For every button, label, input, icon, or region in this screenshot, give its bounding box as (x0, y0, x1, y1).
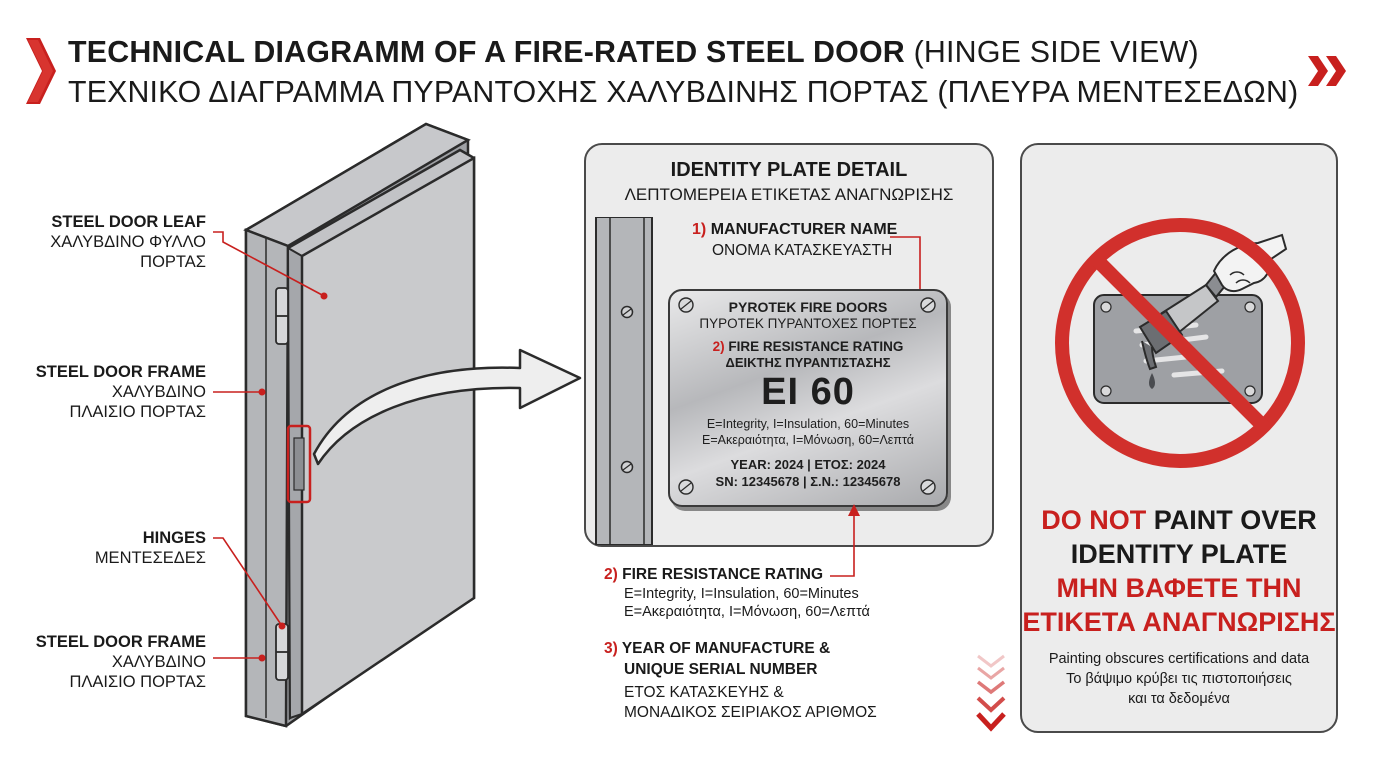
title-greek: ΤΕΧΝΙΚΟ ΔΙΑΓΡΑΜΜΑ ΠΥΡΑΝΤΟΧΗΣ ΧΑΛΥΒΔΙΝΗΣ … (68, 74, 1299, 109)
note2-line2: E=Ακεραιότητα, I=Μόνωση, 60=Λεπτά (624, 604, 870, 620)
note3-greek2: ΜΟΝΑΔΙΚΟΣ ΣΕΙΡΙΑΚΟΣ ΑΡΙΘΜΟΣ (624, 704, 877, 721)
label-frame-top-gr1: ΧΑΛΥΒΔΙΝΟ (111, 383, 206, 401)
chevron-left-icon (26, 38, 56, 104)
note3-greek1: ΕΤΟΣ ΚΑΤΑΣΚΕΥΗΣ & (624, 684, 784, 701)
plate-rating-en: 2) FIRE RESISTANCE RATING (670, 339, 946, 354)
chevron-down-icon (976, 654, 1006, 732)
callout2-leader (830, 504, 860, 577)
note2-title: FIRE RESISTANCE RATING (622, 566, 824, 583)
label-frame-top-gr2: ΠΛΑΙΣΙΟ ΠΟΡΤΑΣ (69, 403, 206, 421)
plate-legend-gr: E=Ακεραιότητα, I=Μόνωση, 60=Λεπτά (701, 433, 914, 447)
label-leaders (213, 231, 325, 659)
label-frame-bottom-en: STEEL DOOR FRAME (35, 633, 206, 651)
warning-sub1: Painting obscures certifications and dat… (1048, 651, 1310, 667)
warning-sub3: και τα δεδομένα (1128, 691, 1230, 707)
label-frame-top-en: STEEL DOOR FRAME (35, 363, 206, 381)
warning-line4: ΕΤΙΚΕΤΑ ΑΝΑΓΝΩΡΙΣΗΣ (1022, 607, 1336, 637)
title-thin: (HINGE SIDE VIEW) (913, 34, 1199, 69)
plate-year: YEAR: 2024 | ΕΤΟΣ: 2024 (730, 457, 886, 472)
plate-rating-value: EI 60 (761, 371, 855, 413)
note3-title2: UNIQUE SERIAL NUMBER (624, 661, 818, 678)
label-hinges-gr1: ΜΕΝΤΕΣΕΔΕΣ (94, 549, 206, 567)
title-bold: TECHNICAL DIAGRAMM OF A FIRE-RATED STEEL… (68, 34, 905, 69)
plate-maker-en: PYROTEK FIRE DOORS (728, 299, 888, 315)
label-steel-door-leaf: STEEL DOOR LEAF ΧΑΛΥΒΔΙΝΟ ΦΥΛΛΟ ΠΟΡΤΑΣ (40, 212, 206, 272)
double-chevron-right-icon (1308, 56, 1346, 86)
callout1-gr: ΟΝΟΜΑ ΚΑΤΑΣΚΕΥΑΣΤΗ (712, 242, 893, 259)
plate-maker-gr: ΠΥΡΟΤΕΚ ΠΥΡΑΝΤΟΧΕΣ ΠΟΡΤΕΣ (699, 316, 917, 331)
plate-screw-icons (678, 297, 936, 495)
detail-subtitle: ΛΕΠΤΟΜΕΡΕΙΑ ΕΤΙΚΕΤΑΣ ΑΝΑΓΝΩΡΙΣΗΣ (624, 185, 954, 204)
warning-paint-over: PAINT OVER (1153, 505, 1317, 535)
label-steel-door-frame-bottom: STEEL DOOR FRAME ΧΑΛΥΒΔΙΝΟ ΠΛΑΙΣΙΟ ΠΟΡΤΑ… (20, 632, 206, 692)
warning-line3: ΜΗΝ ΒΑΦΕΤΕ ΤΗΝ (1056, 573, 1302, 603)
warning-line1: DO NOT PAINT OVER (1022, 505, 1336, 536)
label-steel-door-frame-top: STEEL DOOR FRAME ΧΑΛΥΒΔΙΝΟ ΠΛΑΙΣΙΟ ΠΟΡΤΑ… (20, 362, 206, 422)
note2-line1: E=Integrity, I=Insulation, 60=Minutes (624, 586, 859, 602)
callout1-num: 1) (692, 221, 707, 238)
note-year-serial-title: 3) YEAR OF MANUFACTURE & (604, 640, 830, 658)
label-leaf-en: STEEL DOOR LEAF (51, 213, 206, 231)
title-english: TECHNICAL DIAGRAMM OF A FIRE-RATED STEEL… (68, 34, 1199, 70)
zoom-arrow-icon (312, 348, 582, 466)
callout1-en: MANUFACTURER NAME (710, 221, 898, 238)
plate-rating-gr: ΔΕΙΚΤΗΣ ΠΥΡΑΝΤΙΣΤΑΣΗΣ (725, 355, 891, 370)
label-frame-bottom-gr1: ΧΑΛΥΒΔΙΝΟ (111, 653, 206, 671)
plate-num: 2) (712, 339, 725, 354)
note3-num: 3) (604, 640, 618, 657)
identity-plate-detail-panel: IDENTITY PLATE DETAIL ΛΕΠΤΟΜΕΡΕΙΑ ΕΤΙΚΕΤ… (584, 143, 994, 547)
note-fire-rating-title: 2) FIRE RESISTANCE RATING (604, 566, 823, 584)
identity-plate: PYROTEK FIRE DOORS ΠΥΡΟΤΕΚ ΠΥΡΑΝΤΟΧΕΣ ΠΟ… (668, 289, 948, 507)
plate-serial: SN: 12345678 | Σ.Ν.: 12345678 (715, 474, 901, 489)
warning-do-not: DO NOT (1041, 505, 1147, 535)
hinge-top (275, 287, 289, 345)
identity-plate-location (286, 424, 312, 504)
label-hinges-en: HINGES (142, 529, 206, 547)
detail-title: IDENTITY PLATE DETAIL (670, 159, 908, 181)
warning-sub2: Το βάψιμο κρύβει τις πιστοποιήσεις (1066, 671, 1292, 687)
warning-panel: DO NOT PAINT OVER IDENTITY PLATE ΜΗΝ ΒΑΦ… (1020, 143, 1338, 733)
plate-legend-en: E=Integrity, I=Insulation, 60=Minutes (706, 417, 910, 431)
note3-title1: YEAR OF MANUFACTURE & (621, 640, 831, 657)
warning-line2: IDENTITY PLATE (1070, 539, 1288, 569)
note2-num: 2) (604, 566, 618, 583)
plate-rating-en-text: FIRE RESISTANCE RATING (728, 339, 904, 354)
label-leaf-gr1: ΧΑΛΥΒΔΙΝΟ ΦΥΛΛΟ (50, 233, 206, 251)
frame-edge (595, 217, 653, 545)
label-hinges: HINGES ΜΕΝΤΕΣΕΔΕΣ (60, 528, 206, 568)
label-leaf-gr2: ΠΟΡΤΑΣ (140, 253, 206, 271)
callout-manufacturer: 1) MANUFACTURER NAME (692, 221, 897, 239)
no-painting-icon (1055, 218, 1305, 468)
label-frame-bottom-gr2: ΠΛΑΙΣΙΟ ΠΟΡΤΑΣ (69, 673, 206, 691)
